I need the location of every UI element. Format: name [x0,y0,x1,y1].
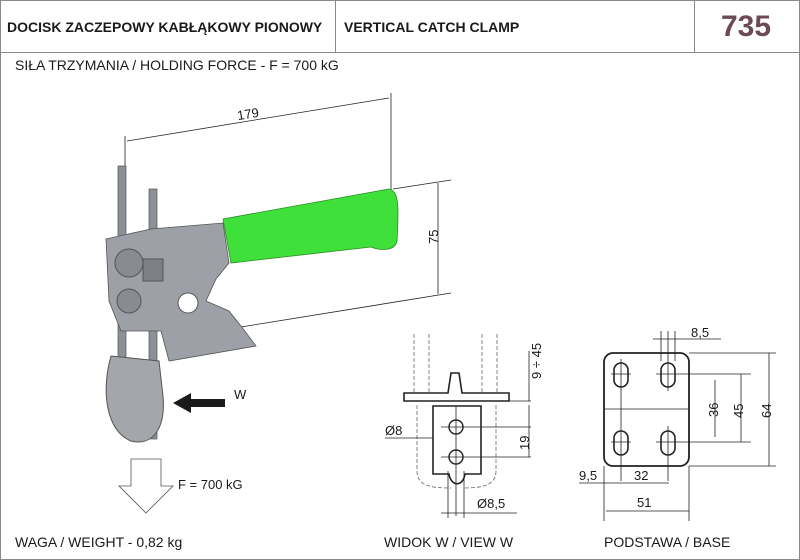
dim-range: 9 ÷ 45 [529,343,544,379]
dim-height: 75 [426,230,441,244]
holding-force: SIŁA TRZYMANIA / HOLDING FORCE - F = 700… [15,57,339,73]
model-number: 735 [720,9,772,43]
weight: WAGA / WEIGHT - 0,82 kg [15,534,183,550]
dim-51: 51 [637,495,651,510]
dim-length: 179 [236,105,260,123]
dim-spacing: 19 [517,436,532,450]
w-arrow [173,393,225,413]
force-arrow [118,458,174,514]
dim-32: 32 [634,468,648,483]
view-w-title: WIDOK W / VIEW W [384,534,514,550]
w-arrow-label: W [234,387,247,402]
base-drawing [579,331,776,521]
force-label: F = 700 kG [178,477,243,492]
dim-hole: Ø8 [385,423,402,438]
header: DOCISK ZACZEPOWY KABŁĄKOWY PIONOWY VERTI… [1,1,799,53]
dim-36: 36 [706,403,721,417]
view-w-drawing [385,334,531,518]
dim-64: 64 [759,404,774,418]
clamp-illustration [105,165,399,443]
dim-45: 45 [731,404,746,418]
base-title: PODSTAWA / BASE [604,534,731,550]
dim-9-5: 9,5 [579,468,597,483]
handle-grip [222,188,399,264]
dimension-lines-main [124,93,452,328]
dim-slot: Ø8,5 [477,496,505,511]
dim-slot-width: 8,5 [691,325,709,340]
title-polish: DOCISK ZACZEPOWY KABŁĄKOWY PIONOWY [1,1,336,52]
title-english: VERTICAL CATCH CLAMP [336,1,695,52]
